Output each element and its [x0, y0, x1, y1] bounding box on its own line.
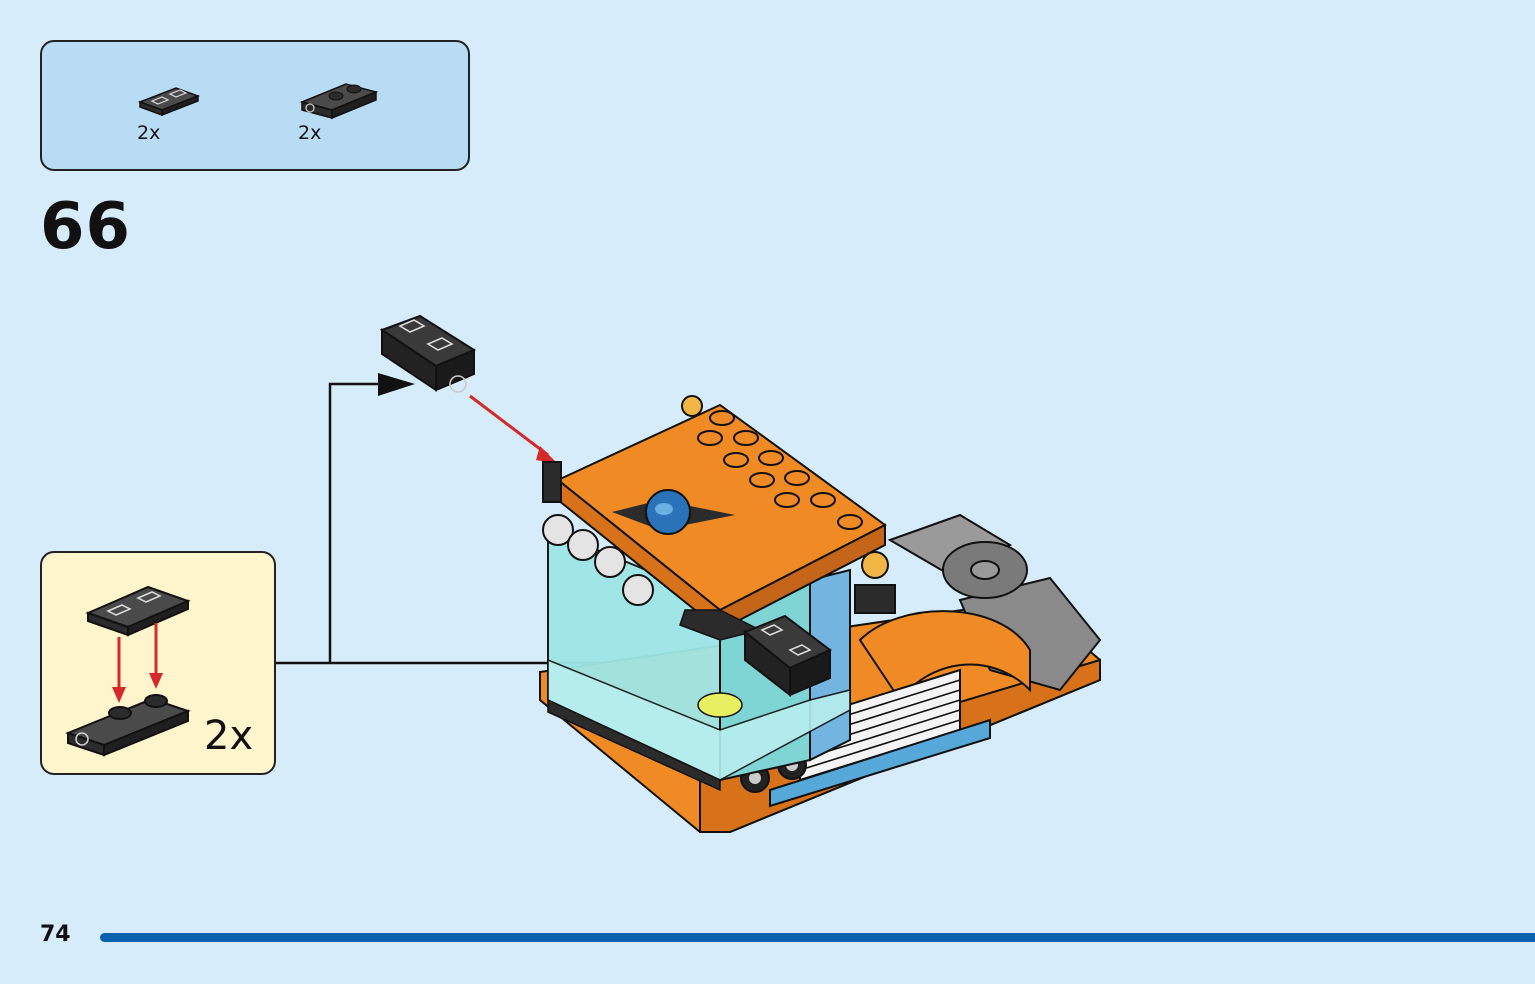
subassembly-box: 2x [40, 551, 276, 775]
front-lights [542, 514, 654, 606]
roof-studs [697, 410, 863, 530]
page-number: 74 [40, 922, 71, 947]
part-quantity-2: 2x [298, 122, 322, 144]
page-footer-bar [100, 933, 1535, 942]
parts-list-box: 2x 2x [40, 40, 470, 171]
red-insertion-arrow [469, 394, 549, 457]
hinge-plate-part-icon [299, 83, 379, 120]
step-number: 66 [40, 190, 132, 264]
globe-logo [612, 489, 735, 535]
placement-arrow-upper [378, 373, 415, 396]
tile-part-icon [137, 87, 201, 117]
subassembly-diagram [65, 585, 191, 757]
part-quantity-1: 2x [137, 122, 161, 144]
vehicle-model [539, 395, 1102, 833]
subassembly-quantity: 2x [204, 713, 254, 759]
floating-subassembly [379, 314, 477, 393]
